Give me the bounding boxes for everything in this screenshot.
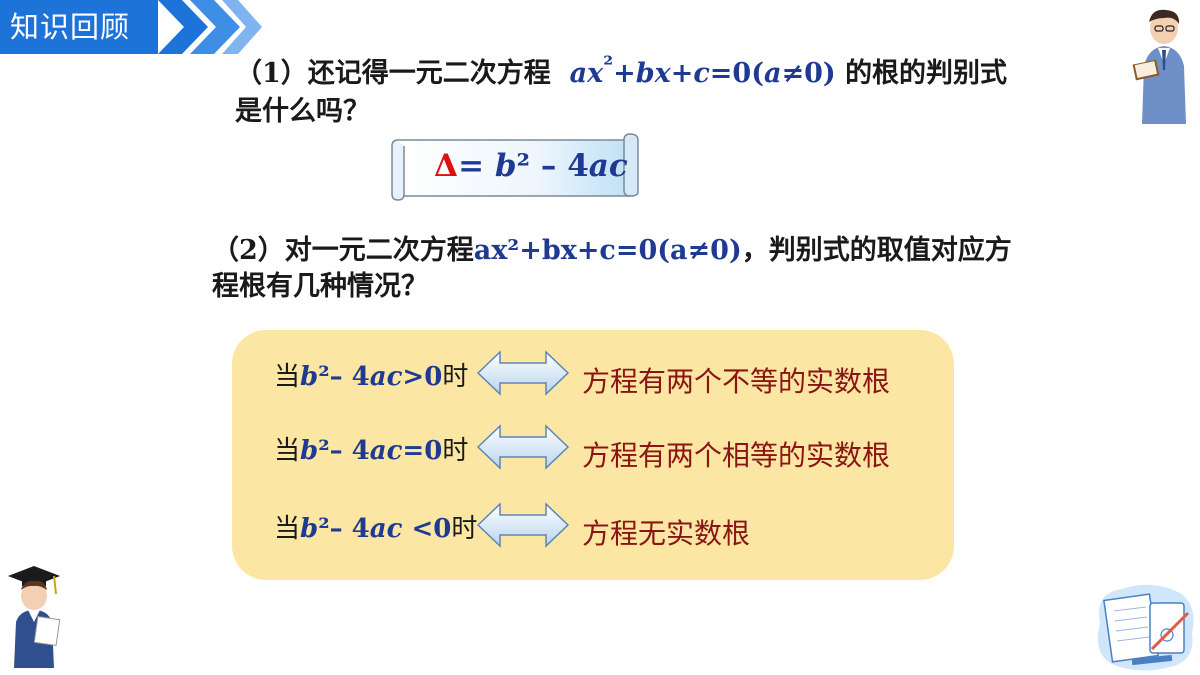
case-condition: 当b²– 4ac=0时 [274, 436, 469, 466]
double-arrow-icon [476, 502, 570, 548]
student-illustration [8, 566, 61, 668]
case-result: 方程无实数根 [582, 517, 751, 550]
title-bar: 知识回顾 [0, 0, 262, 54]
question-1: （1）还记得一元二次方程 ax²+bx+c=0(a≠0) 的根的判别式 是什么吗… [235, 47, 1055, 130]
discriminant-scroll: Δ= b² – 4ac [390, 130, 640, 204]
question-2-suffix: ，判别式的取值对应方 [741, 235, 1012, 266]
question-2-prefix: （2）对一元二次方程 [212, 235, 474, 266]
case-row: 当b²– 4ac=0时 方程有两个相等的实数根 [232, 424, 954, 474]
case-result: 方程有两个相等的实数根 [582, 439, 891, 472]
question-1-prefix: （1）还记得一元二次方程 [235, 58, 551, 89]
double-arrow-icon [476, 424, 570, 470]
question-2-equation: ax²+bx+c=0(a≠0) [473, 235, 742, 266]
case-condition: 当b²– 4ac <0时 [274, 514, 478, 544]
notebook-illustration [1097, 584, 1194, 671]
case-row: 当b²– 4ac>0时 方程有两个不等的实数根 [232, 350, 954, 400]
case-result: 方程有两个不等的实数根 [582, 365, 891, 398]
cases-panel: 当b²– 4ac>0时 方程有两个不等的实数根 当b²– 4ac=0时 方程有两… [232, 330, 954, 580]
question-1-line2: 是什么吗？ [235, 96, 370, 127]
question-2: （2）对一元二次方程ax²+bx+c=0(a≠0)，判别式的取值对应方 程根有几… [212, 233, 1032, 305]
question-2-line2: 程根有几种情况？ [212, 271, 428, 302]
teacher-illustration [1132, 9, 1186, 124]
double-arrow-icon [476, 350, 570, 396]
title-bar-background [0, 0, 262, 54]
case-row: 当b²– 4ac <0时 方程无实数根 [232, 502, 954, 552]
question-1-equation: ax²+bx+c=0(a≠0) [569, 52, 836, 89]
question-1-suffix: 的根的判别式 [845, 58, 1008, 89]
discriminant-formula: Δ= b² – 4ac [434, 148, 628, 184]
scroll-background [391, 133, 639, 201]
case-condition: 当b²– 4ac>0时 [274, 362, 469, 392]
section-title: 知识回顾 [10, 10, 131, 44]
